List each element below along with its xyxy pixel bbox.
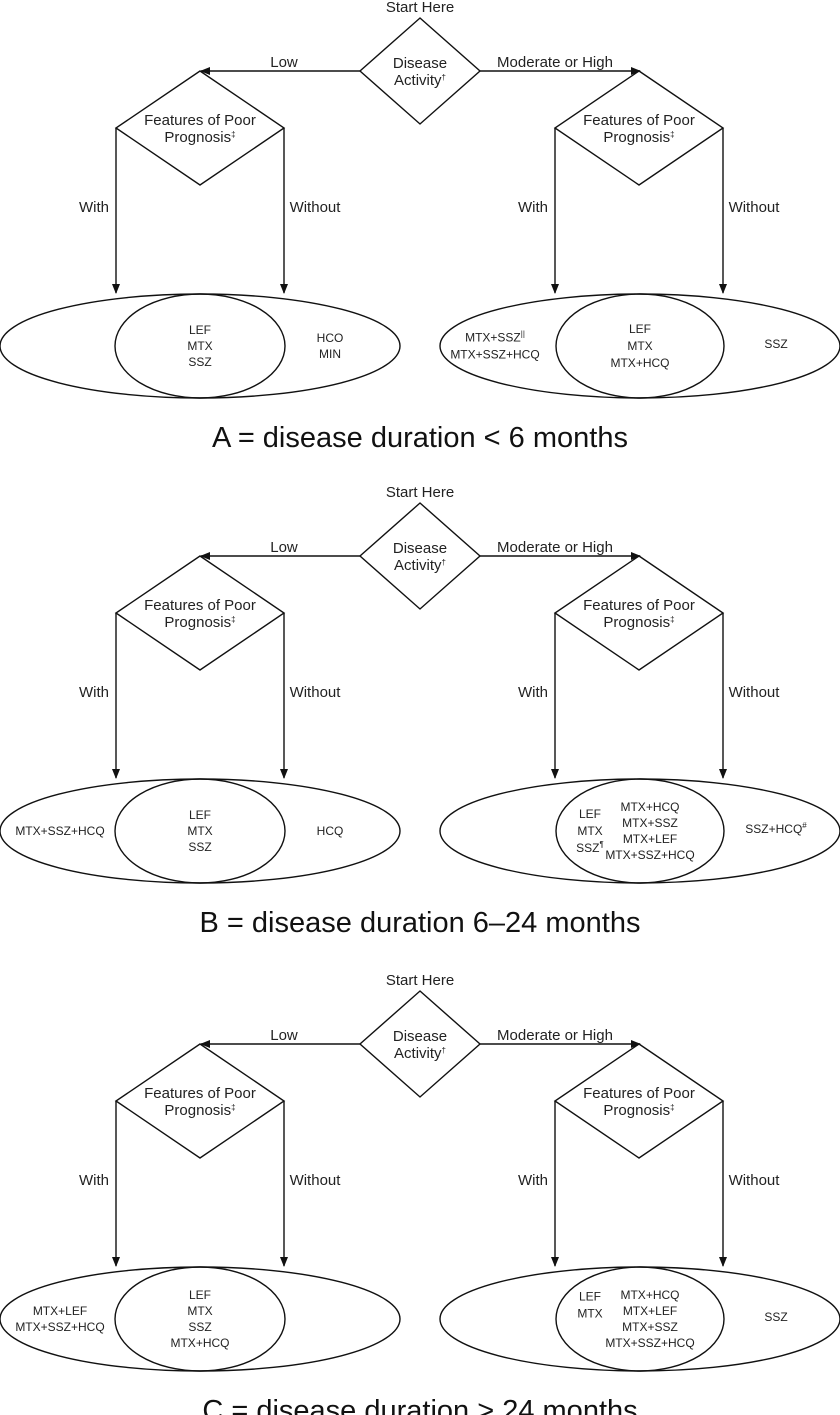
panel-caption: C = disease duration > 24 months (202, 1395, 637, 1415)
disease-activity-diamond (358, 502, 482, 610)
overlap-drug: MTX (187, 1304, 212, 1318)
without-label: Without (729, 1172, 781, 1189)
overlap-drug: LEF (189, 808, 211, 822)
without-only-drug: SSZ (764, 337, 787, 351)
without-label: Without (290, 684, 342, 701)
moderate-high-label: Moderate or High (497, 1027, 613, 1044)
low-label: Low (270, 54, 298, 71)
overlap-drug: MTX+HCQ (620, 1288, 679, 1302)
overlap-drug: SSZ (188, 840, 211, 854)
with-label: With (518, 684, 548, 701)
overlap-drug: LEF (629, 322, 651, 336)
overlap-ellipse (555, 293, 725, 399)
disease-activity-diamond (358, 990, 482, 1098)
poor-prognosis-label: Features of Poor (144, 112, 256, 129)
poor-prognosis-label: Prognosis‡ (164, 129, 235, 146)
with-only-drug: MTX+SSZ+HCQ (15, 824, 104, 838)
overlap-drug: MTX+SSZ+HCQ (605, 848, 694, 862)
with-label: With (79, 684, 109, 701)
overlap-ellipse (114, 293, 286, 399)
low-label: Low (270, 1027, 298, 1044)
disease-activity-label: Disease (393, 540, 447, 557)
overlap-drug: MTX+SSZ (622, 1320, 678, 1334)
with-label: With (518, 1172, 548, 1189)
overlap-drug: MTX+HCQ (610, 356, 669, 370)
with-only-drug: MTX+SSZ|| (465, 330, 525, 345)
start-here-label: Start Here (386, 484, 454, 501)
overlap-drug: LEF (189, 323, 211, 337)
overlap-drug: MTX+HCQ (620, 800, 679, 814)
overlap-ellipse (555, 1266, 725, 1372)
without-only-drug: SSZ+HCQ# (745, 821, 807, 836)
overlap-drug: MTX (577, 1307, 602, 1321)
overlap-drug: MTX+LEF (623, 832, 677, 846)
overlap-drug: LEF (579, 807, 601, 821)
poor-prognosis-label: Features of Poor (144, 1085, 256, 1102)
disease-activity-label: Activity† (394, 72, 446, 89)
moderate-high-label: Moderate or High (497, 54, 613, 71)
poor-prognosis-label: Prognosis‡ (603, 129, 674, 146)
overlap-drug: LEF (579, 1290, 601, 1304)
overlap-drug: SSZ¶ (576, 840, 604, 855)
without-only-drug: HCQ (317, 824, 344, 838)
start-here-label: Start Here (386, 0, 454, 16)
poor-prognosis-diamond-low (114, 555, 286, 671)
with-label: With (79, 199, 109, 216)
overlap-drug: MTX+SSZ+HCQ (605, 1336, 694, 1350)
poor-prognosis-diamond-high (553, 1043, 725, 1159)
overlap-ellipse (114, 778, 286, 884)
overlap-drug: SSZ (188, 355, 211, 369)
with-only-drug: MTX+SSZ+HCQ (450, 348, 539, 362)
poor-prognosis-diamond-low (114, 70, 286, 186)
overlap-drug: MTX (627, 339, 652, 353)
without-only-drug: MIN (319, 347, 341, 361)
overlap-drug: MTX+LEF (623, 1304, 677, 1318)
panel-caption: A = disease duration < 6 months (212, 422, 628, 454)
poor-prognosis-label: Features of Poor (583, 597, 695, 614)
overlap-drug: MTX (187, 824, 212, 838)
overlap-ellipse (114, 1266, 286, 1372)
poor-prognosis-label: Features of Poor (583, 112, 695, 129)
overlap-drug: SSZ (188, 1320, 211, 1334)
with-options-ellipse (0, 1266, 401, 1372)
poor-prognosis-diamond-high (553, 70, 725, 186)
panel-caption: B = disease duration 6–24 months (200, 907, 641, 939)
poor-prognosis-diamond-low (114, 1043, 286, 1159)
poor-prognosis-label: Prognosis‡ (164, 1102, 235, 1119)
without-label: Without (290, 199, 342, 216)
poor-prognosis-diamond-high (553, 555, 725, 671)
disease-activity-diamond (358, 17, 482, 125)
disease-activity-label: Disease (393, 1028, 447, 1045)
poor-prognosis-label: Features of Poor (144, 597, 256, 614)
with-only-drug: MTX+LEF (33, 1304, 87, 1318)
poor-prognosis-label: Prognosis‡ (603, 1102, 674, 1119)
overlap-drug: MTX (187, 339, 212, 353)
with-label: With (79, 1172, 109, 1189)
poor-prognosis-label: Features of Poor (583, 1085, 695, 1102)
with-only-drug: MTX+SSZ+HCQ (15, 1320, 104, 1334)
poor-prognosis-label: Prognosis‡ (164, 614, 235, 631)
overlap-drug: MTX (577, 824, 602, 838)
overlap-ellipse (555, 778, 725, 884)
without-only-drug: HCO (317, 331, 344, 345)
with-label: With (518, 199, 548, 216)
overlap-drug: MTX+SSZ (622, 816, 678, 830)
disease-activity-label: Activity† (394, 1045, 446, 1062)
moderate-high-label: Moderate or High (497, 539, 613, 556)
without-label: Without (290, 1172, 342, 1189)
start-here-label: Start Here (386, 972, 454, 989)
without-label: Without (729, 199, 781, 216)
without-label: Without (729, 684, 781, 701)
poor-prognosis-label: Prognosis‡ (603, 614, 674, 631)
disease-activity-label: Activity† (394, 557, 446, 574)
low-label: Low (270, 539, 298, 556)
disease-activity-label: Disease (393, 55, 447, 72)
overlap-drug: MTX+HCQ (170, 1336, 229, 1350)
without-only-drug: SSZ (764, 1310, 787, 1324)
overlap-drug: LEF (189, 1288, 211, 1302)
